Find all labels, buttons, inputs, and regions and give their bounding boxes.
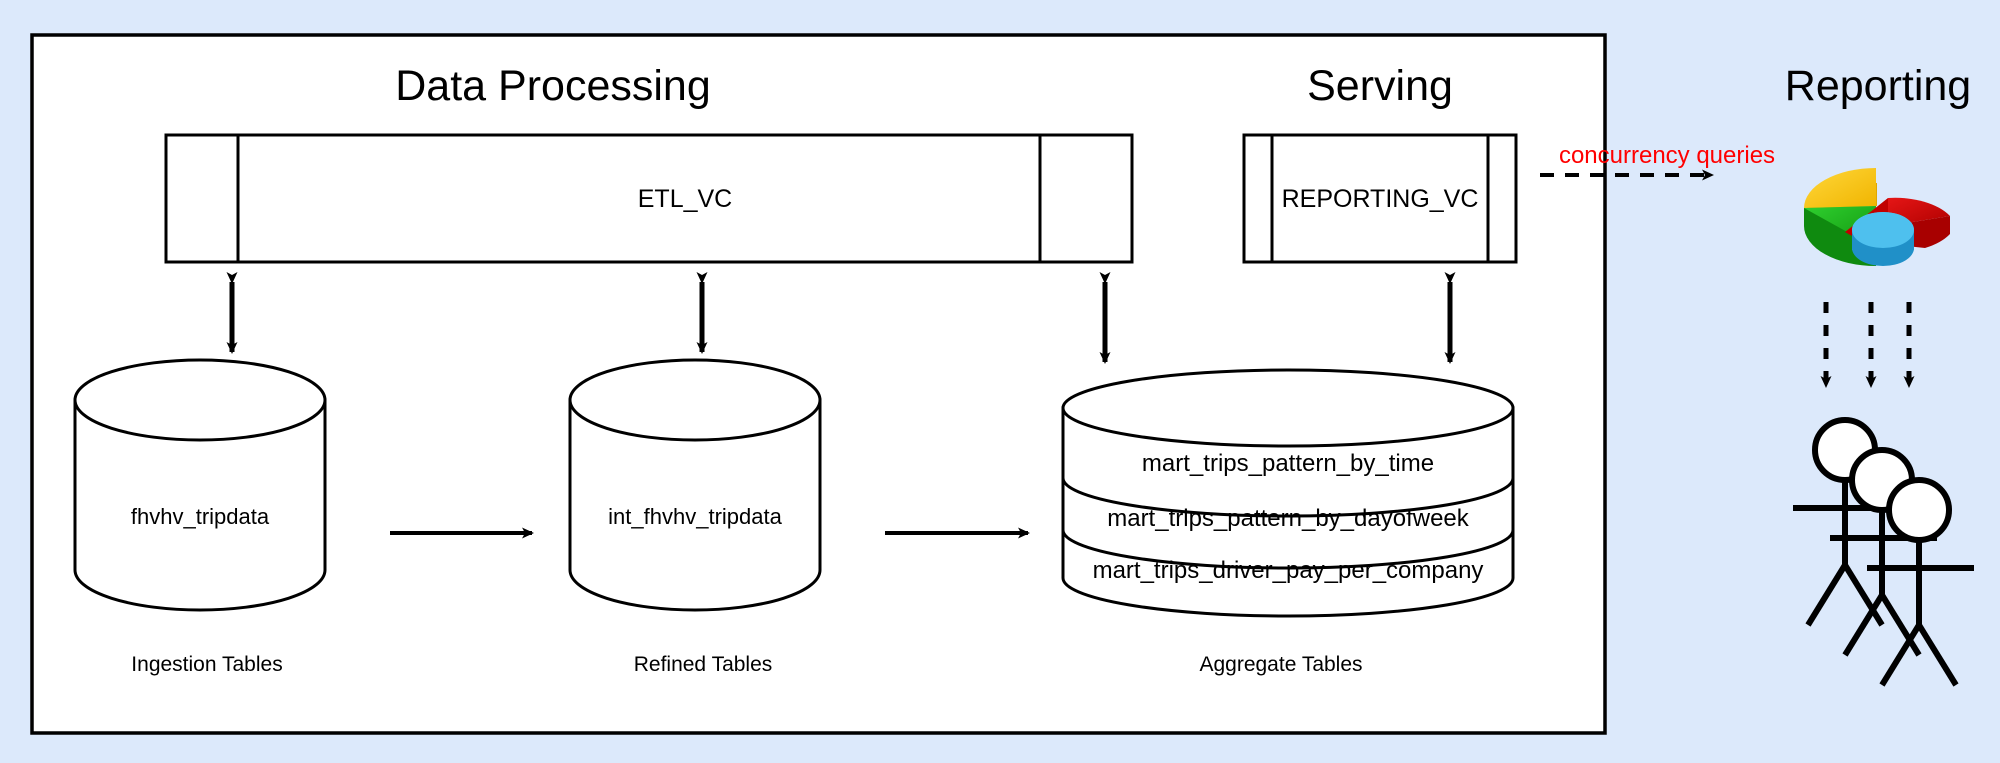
reporting-consumer-arrows [1820,302,1915,388]
aggregate-layer-label-3[interactable]: mart_trips_driver_pay_per_company [1092,557,1484,584]
tier-label-aggregate: Aggregate Tables [1199,653,1363,676]
stack-divider-1 [1061,477,1515,518]
reporting-warehouse-label[interactable]: REPORTING_VC [1281,185,1479,213]
reporting-warehouse-bar [1242,133,1518,264]
concurrency-queries-note: concurrency queries [1558,142,1776,169]
ingestion-table-cylinder [73,358,327,612]
aggregate-tables-stack [1061,368,1515,618]
pie-chart-icon [1804,168,1950,266]
section-title-serving: Serving [1307,62,1453,110]
user-figure-3 [1867,477,1974,687]
etl-warehouse-label[interactable]: ETL_VC [637,185,733,213]
refined-table-cylinder [568,358,822,612]
etl-warehouse-bar [164,133,1134,264]
bidirectional-connectors [226,272,1456,364]
section-title-reporting: Reporting [1784,62,1972,110]
tier-label-refined: Refined Tables [633,653,773,676]
stack-divider-2 [1061,529,1515,570]
tier-label-ingestion: Ingestion Tables [131,653,283,676]
ingestion-table-label[interactable]: fhvhv_tripdata [130,504,270,529]
section-title-data-processing: Data Processing [395,62,711,110]
refined-table-label[interactable]: int_fhvhv_tripdata [608,504,782,529]
aggregate-layer-label-2[interactable]: mart_trips_pattern_by_dayofweek [1107,505,1469,532]
users-group-icon [1793,417,1974,687]
aggregate-layer-label-1[interactable]: mart_trips_pattern_by_time [1141,450,1435,477]
